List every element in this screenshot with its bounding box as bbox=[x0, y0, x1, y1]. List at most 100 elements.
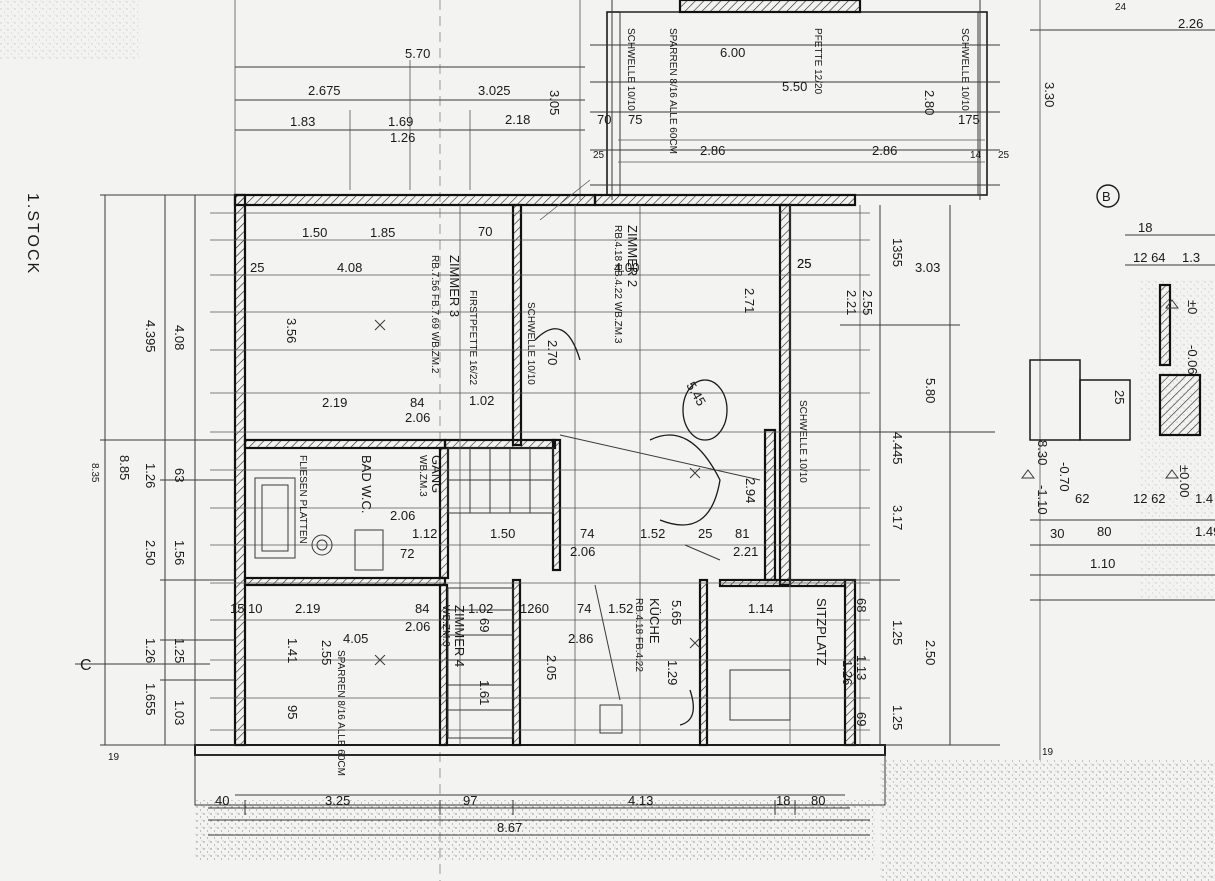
dim-small-14: 14 bbox=[970, 150, 982, 161]
bottom-dimension-lines bbox=[208, 800, 870, 836]
room-label-zimmer3: ZIMMER 3 bbox=[447, 255, 462, 317]
dim-i-114: 1.14 bbox=[748, 601, 773, 616]
dim-left-4395: 4.395 bbox=[143, 320, 158, 353]
dim-left-408: 4.08 bbox=[172, 325, 187, 350]
sec-149: 1.49 bbox=[1195, 524, 1215, 539]
dim-bottom-97: 97 bbox=[463, 793, 477, 808]
sec-110: -1.10 bbox=[1035, 485, 1050, 515]
dim-height-330: 3.30 bbox=[1042, 82, 1057, 107]
dim-i-129: 1.29 bbox=[665, 660, 680, 685]
dim-left-126b: 1.26 bbox=[143, 638, 158, 663]
dim-bottom-80: 80 bbox=[811, 793, 825, 808]
dim-small-70: 70 bbox=[597, 112, 611, 127]
dim-roof-len: 6.00 bbox=[720, 45, 745, 60]
right-dimension-lines bbox=[790, 205, 1000, 746]
dim-right-250: 2.50 bbox=[923, 640, 938, 665]
room-label-kueche: KÜCHE bbox=[647, 598, 662, 644]
dim-right-125a: 1.25 bbox=[890, 620, 905, 645]
note-firstpfette: FIRSTPFETTE 16/22 bbox=[467, 290, 478, 385]
dim-roof-span-a: 2.86 bbox=[700, 143, 725, 158]
dim-top-right: 2.26 bbox=[1178, 16, 1203, 31]
sec-30: 30 bbox=[1050, 526, 1064, 541]
dim-i-286: 2.86 bbox=[568, 631, 593, 646]
dim-right-25: 25 bbox=[797, 256, 811, 271]
dim-top-b: 3.025 bbox=[478, 83, 511, 98]
dim-left-126a: 1.26 bbox=[143, 463, 158, 488]
room-note-gang: WB.ZM.3 bbox=[417, 455, 428, 497]
dim-i-270: 2.70 bbox=[545, 340, 560, 365]
dim-i-294: 2.94 bbox=[743, 478, 758, 503]
bath-fixtures bbox=[254, 477, 791, 734]
sec-25: 25 bbox=[1112, 390, 1127, 404]
dim-i-81: 81 bbox=[735, 526, 749, 541]
dim-i-113: 1.13 bbox=[854, 655, 869, 680]
dim-left-156: 1.56 bbox=[172, 540, 187, 565]
dim-i-1260: 1260 bbox=[520, 601, 549, 616]
dim-i-545: 5.45 bbox=[683, 379, 709, 408]
dim-i-72: 72 bbox=[400, 546, 414, 561]
dim-height-305: 3.05 bbox=[547, 90, 562, 115]
dim-left-103: 1.03 bbox=[172, 700, 187, 725]
dim-top-right-24: 24 bbox=[1115, 2, 1127, 13]
sec-830: 8.30 bbox=[1035, 440, 1050, 465]
building-walls bbox=[194, 193, 886, 756]
dim-i-271: 2.71 bbox=[742, 288, 757, 313]
dim-i-565: 5.65 bbox=[669, 600, 684, 625]
room-note-zimmer2: RB.4.18 FB.4.22 WB.ZM.3 bbox=[612, 225, 623, 344]
note-sparren-bottom: SPARREN 8/16 ALLE 60CM bbox=[335, 650, 346, 776]
dim-i-126c: 1.26 bbox=[840, 660, 855, 685]
section-detail bbox=[1021, 234, 1215, 601]
dim-i-74b: 74 bbox=[577, 601, 591, 616]
dim-i-408: 4.08 bbox=[337, 260, 362, 275]
dim-i-69: 69 bbox=[477, 618, 492, 632]
dim-i-15: 15 bbox=[230, 601, 244, 616]
dim-roof-span-b: 2.86 bbox=[872, 143, 897, 158]
sec-18: 18 bbox=[1138, 220, 1152, 235]
dim-i-150: 1.50 bbox=[302, 225, 327, 240]
dim-i-25a: 25 bbox=[250, 260, 264, 275]
dim-bottom-413: 4.13 bbox=[628, 793, 653, 808]
axis-marker-circle bbox=[1096, 184, 1120, 208]
dim-right-19: 19 bbox=[1042, 747, 1054, 758]
dim-left-63: 63 bbox=[172, 468, 187, 482]
dim-i-221: 2.21 bbox=[733, 544, 758, 559]
room-note-zimmer3: RB.7.56 FB.7.69 WB.ZM.2 bbox=[429, 255, 440, 374]
dim-i-400: 4.00 bbox=[614, 260, 639, 275]
axis-marker-label: B bbox=[1102, 189, 1111, 204]
dim-i-70: 70 bbox=[478, 224, 492, 239]
dim-i-74a: 74 bbox=[580, 526, 594, 541]
dim-right-1355: 1355 bbox=[890, 238, 905, 267]
roof-frame bbox=[590, 0, 1000, 200]
dim-i-152a: 1.52 bbox=[640, 526, 665, 541]
rafter-lines bbox=[210, 205, 870, 745]
dim-i-95: 95 bbox=[285, 705, 300, 719]
dim-bottom-40: 40 bbox=[215, 793, 229, 808]
dim-row3-d: 1.26 bbox=[390, 130, 415, 145]
sec-62: 62 bbox=[1075, 491, 1089, 506]
dim-i-102a: 1.02 bbox=[469, 393, 494, 408]
dim-row3-a: 1.83 bbox=[290, 114, 315, 129]
dim-i-219a: 2.19 bbox=[322, 395, 347, 410]
note-schwelle-interior: SCHWELLE 10/10 bbox=[525, 302, 536, 385]
roof-note-schwelle-right: SCHWELLE 10/10 bbox=[959, 28, 970, 111]
dim-left-19: 19 bbox=[108, 752, 120, 763]
dim-right-4445: 4.445 bbox=[890, 432, 905, 465]
roof-note-sparren: SPARREN 8/16 ALLE 60CM bbox=[667, 28, 678, 154]
sec-070: -0.70 bbox=[1057, 462, 1072, 492]
leader-lines bbox=[374, 179, 761, 726]
dim-i-219b: 2.19 bbox=[295, 601, 320, 616]
dim-left-250: 2.50 bbox=[143, 540, 158, 565]
floor-label: 1.STOCK bbox=[24, 193, 41, 275]
room-note-kueche: RB.4.18 FB.4.22 bbox=[633, 598, 644, 672]
dim-right-580: 5.80 bbox=[923, 378, 938, 403]
dim-i-10: 10 bbox=[248, 601, 262, 616]
room-label-bad: BAD W.C. bbox=[359, 455, 374, 514]
dim-right-317: 3.17 bbox=[890, 505, 905, 530]
dim-left-125: 1.25 bbox=[172, 638, 187, 663]
dim-small-25a: 25 bbox=[593, 150, 605, 161]
room-label-zimmer2: ZIMMER 2 bbox=[625, 225, 640, 287]
dim-i-356: 3.56 bbox=[284, 318, 299, 343]
roof-note-schwelle-left: SCHWELLE 10/10 bbox=[625, 28, 636, 111]
dim-i-102b: 1.02 bbox=[468, 601, 493, 616]
